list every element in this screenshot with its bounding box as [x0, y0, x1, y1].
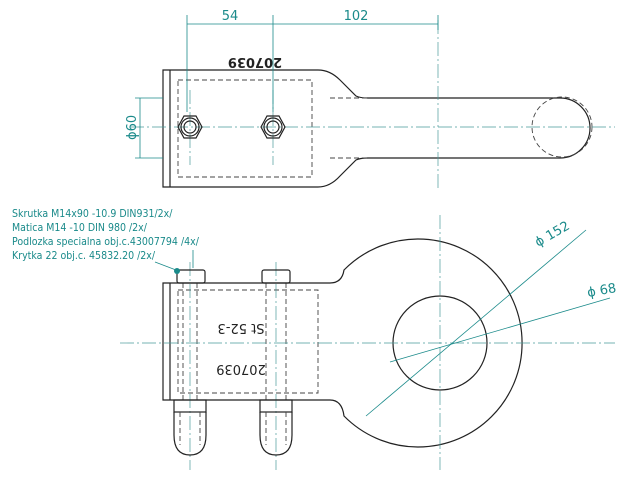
top-view-outline: [162, 69, 591, 188]
dimension-phi152-label: ϕ 152: [533, 219, 573, 251]
dimension-54: 54: [186, 9, 438, 112]
leader-dot: [174, 268, 180, 274]
hidden-outline: [177, 79, 313, 178]
parts-list-item: Skrutka M14x90 -10.9 DIN931/2x/: [12, 208, 173, 220]
hidden-bolts: [182, 283, 287, 400]
dimension-phi68-label: ϕ 68: [586, 281, 617, 301]
parts-list-item: Krytka 22 obj.c. 45832.20 /2x/: [12, 250, 156, 262]
part-number-engraving: 207039: [216, 361, 266, 376]
top-engraving: 207039: [228, 54, 282, 69]
bolt-head-front-2: [261, 269, 291, 284]
dimension-102: 102: [344, 9, 439, 30]
cap-nut-2: [259, 399, 293, 456]
front-view: St 52-3 207039 ϕ 152 ϕ 68: [120, 215, 618, 470]
bolt-head-2: [260, 115, 286, 139]
parts-leader: [154, 261, 177, 271]
grade-engraving: St 52-3: [218, 320, 265, 335]
cap-nut-1: [173, 399, 207, 456]
dimension-phi152: ϕ 152: [365, 219, 587, 417]
dimension-102-label: 102: [344, 9, 369, 24]
hidden-transition: [330, 97, 368, 159]
dimension-phi68: ϕ 68: [389, 281, 618, 363]
bolt-head-1: [177, 115, 203, 139]
dimension-phi60: ϕ60: [125, 97, 163, 159]
parts-list-item: Podlozka specialna obj.c.43007794 /4x/: [12, 236, 200, 248]
parts-list: Skrutka M14x90 -10.9 DIN931/2x/ Matica M…: [12, 208, 200, 274]
hidden-block: [177, 289, 319, 394]
front-view-outline: [162, 238, 523, 448]
bolt-head-front-1: [176, 269, 206, 284]
top-view: 207039 54 102 ϕ60: [125, 9, 615, 190]
parts-list-item: Matica M14 -10 DIN 980 /2x/: [12, 222, 148, 234]
dimension-phi60-label: ϕ60: [125, 115, 140, 140]
dimension-54-label: 54: [222, 9, 239, 24]
